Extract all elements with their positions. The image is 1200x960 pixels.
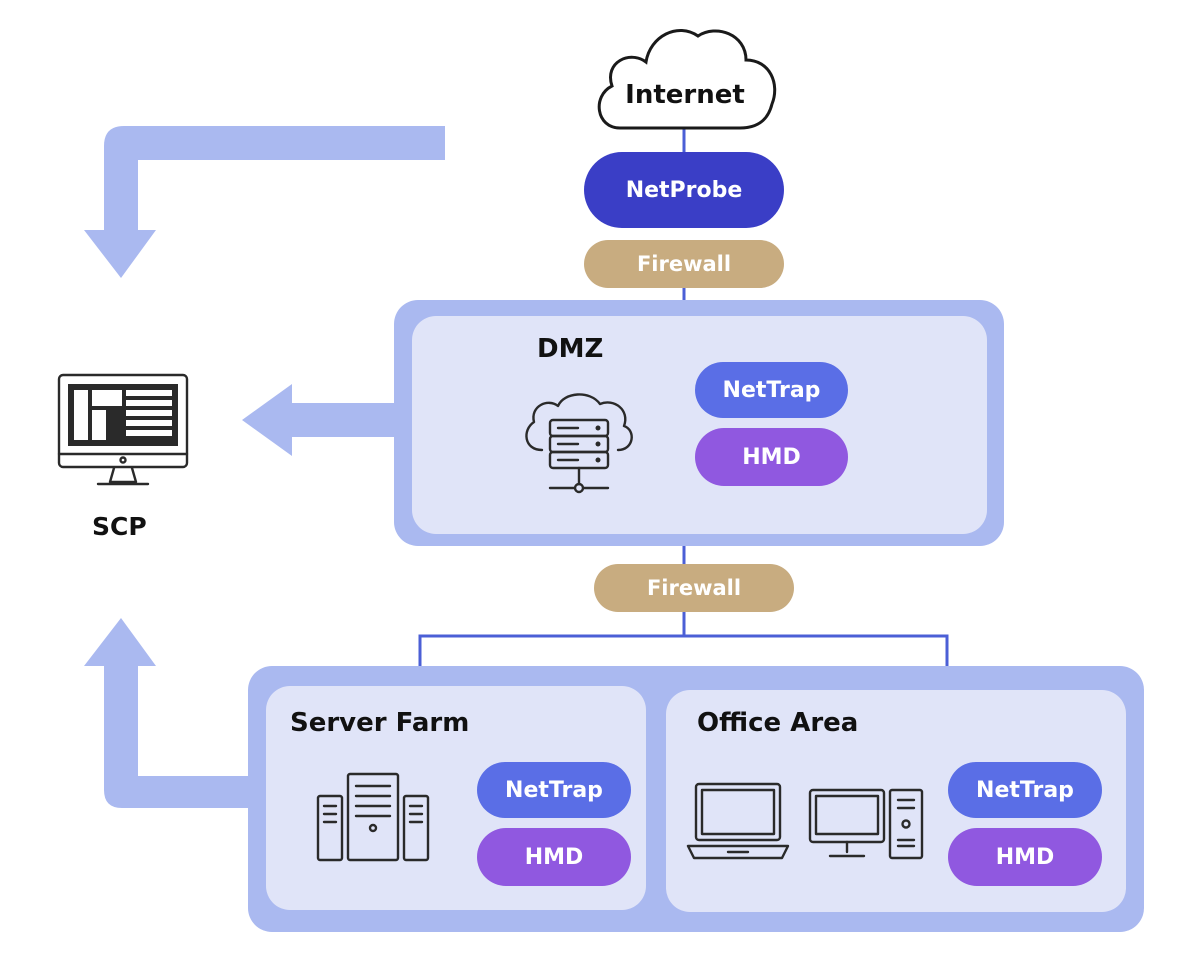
arrow-lan-to-scp (84, 618, 250, 808)
office-area-title: Office Area (697, 708, 859, 738)
office-area-hmd-badge: HMD (948, 828, 1102, 886)
dmz-hmd-badge: HMD (695, 428, 848, 486)
server-towers-icon (316, 772, 430, 862)
dmz-title: DMZ (537, 334, 604, 364)
netprobe-badge: NetProbe (584, 152, 784, 228)
dmz-panel (412, 316, 987, 534)
arrow-internet-to-scp (84, 126, 445, 278)
laptop-icon (686, 782, 790, 860)
internet-label: Internet (625, 80, 745, 110)
server-farm-title: Server Farm (290, 708, 470, 738)
scp-label: SCP (92, 512, 147, 541)
dmz-nettrap-badge: NetTrap (695, 362, 848, 418)
firewall-mid-badge: Firewall (594, 564, 794, 612)
desktop-computer-icon (808, 788, 924, 860)
link-branch (418, 634, 949, 668)
office-area-nettrap-badge: NetTrap (948, 762, 1102, 818)
internet-node: Internet (590, 16, 780, 130)
cloud-server-icon (525, 393, 633, 494)
server-farm-hmd-badge: HMD (477, 828, 631, 886)
server-farm-nettrap-badge: NetTrap (477, 762, 631, 818)
arrow-dmz-to-scp (242, 384, 398, 456)
cloud-icon (597, 29, 777, 130)
monitor-dashboard-icon (57, 373, 189, 486)
firewall-top-badge: Firewall (584, 240, 784, 288)
